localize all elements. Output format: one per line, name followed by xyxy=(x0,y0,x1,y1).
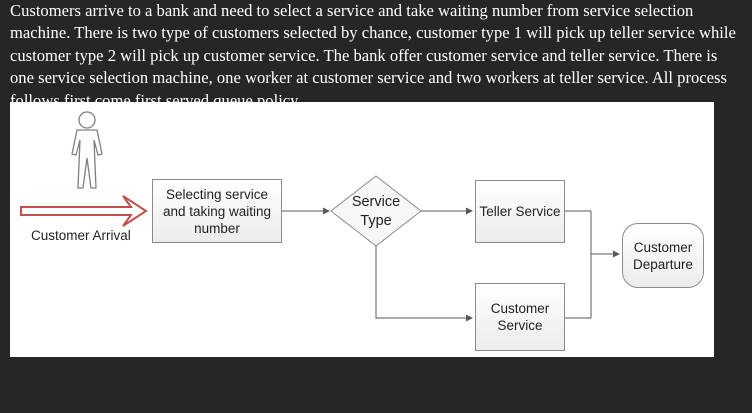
teller-service-box: Teller Service xyxy=(475,180,565,243)
customer-service-box: Customer Service xyxy=(475,283,565,351)
selecting-service-box: Selecting service and taking waiting num… xyxy=(152,179,282,243)
customer-arrival-label: Customer Arrival xyxy=(31,228,131,243)
service-type-label: Service Type xyxy=(351,194,401,229)
arrival-arrow xyxy=(20,195,148,227)
connectors xyxy=(282,207,620,322)
flowchart-canvas xyxy=(20,111,620,322)
customer-departure-box: Customer Departure xyxy=(622,223,704,288)
customer-person-icon xyxy=(71,111,103,189)
problem-statement: Customers arrive to a bank and need to s… xyxy=(10,1,736,110)
flowchart: Customer Arrival Selecting service and t… xyxy=(10,102,714,357)
